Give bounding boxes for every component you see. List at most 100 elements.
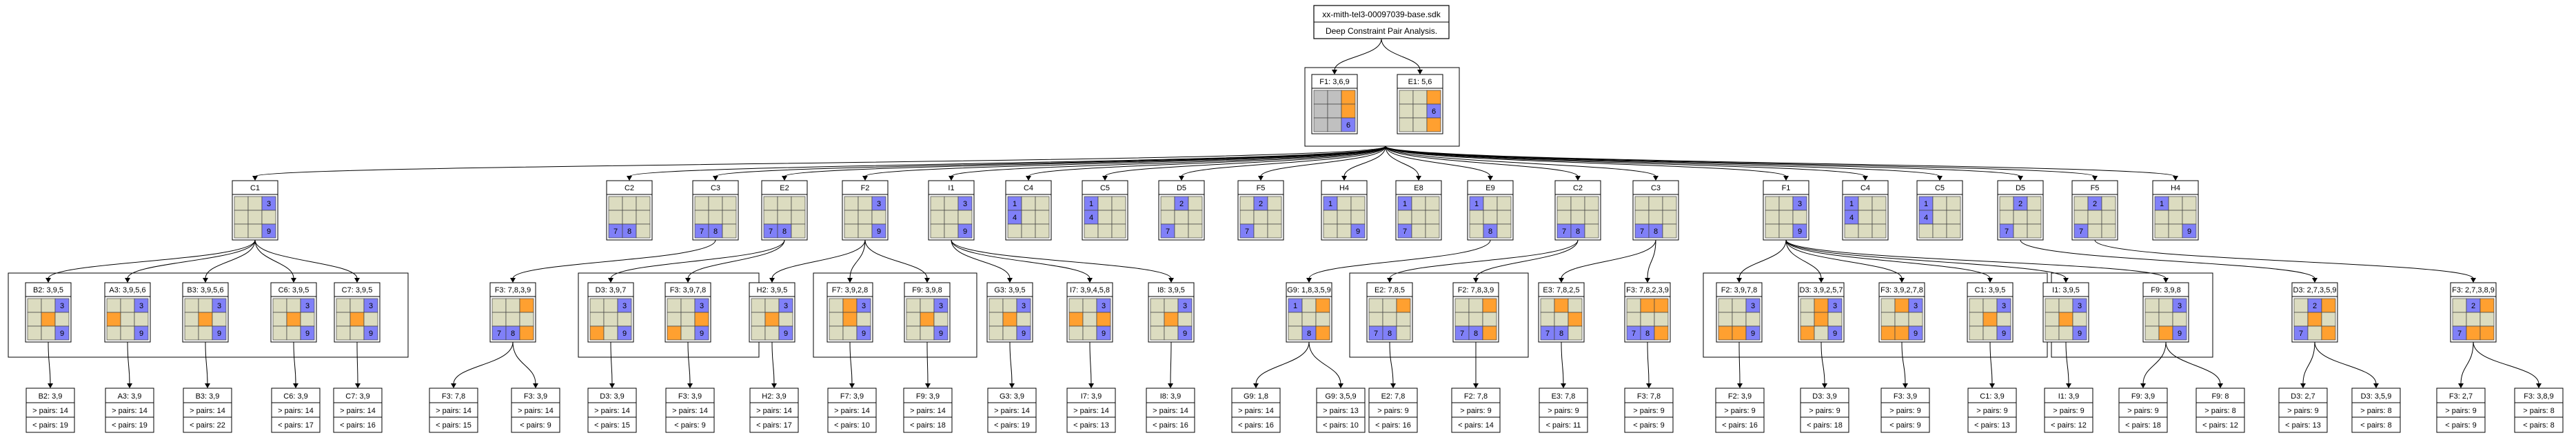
grid-cell xyxy=(1007,223,1022,239)
grid-cell xyxy=(286,325,301,341)
tree-edge xyxy=(951,239,1011,279)
grid-cell xyxy=(1016,325,1031,341)
leaf-node: F2: 7,8> pairs: 9< pairs: 14 xyxy=(1451,388,1501,433)
pair-grid-node-label: C7: 3,9,5 xyxy=(342,286,373,294)
pair-grid-node: G9: 1,8,3,5,918 xyxy=(1286,282,1332,343)
leaf-lt-pairs: < pairs: 22 xyxy=(190,421,225,430)
tree-edge xyxy=(2302,341,2315,385)
grid-cell xyxy=(1908,325,1923,341)
grid-cell xyxy=(1082,298,1097,313)
grid-cell xyxy=(1253,223,1268,239)
tree-edge xyxy=(771,341,775,385)
grid-cell xyxy=(2101,196,2116,211)
leaf-lt-pairs: < pairs: 8 xyxy=(2523,421,2555,430)
pair-grid-node: I7: 3,9,4,5,839 xyxy=(1066,282,1113,343)
edge-arrowhead xyxy=(1653,176,1659,181)
grid-cell xyxy=(933,325,949,341)
edge-arrowhead xyxy=(1253,383,1259,388)
grid-cell xyxy=(1482,298,1497,313)
grid-cell xyxy=(106,298,121,313)
constraint-grid-node-label: H4 xyxy=(1339,184,1349,192)
pair-grid-node: H2: 3,9,539 xyxy=(749,282,795,343)
grid-cell xyxy=(1021,210,1036,225)
leaf-gt-pairs: > pairs: 14 xyxy=(1238,407,1274,415)
grid-cell xyxy=(1313,117,1328,132)
edge-arrowhead xyxy=(1488,176,1493,181)
grid-cell xyxy=(2293,312,2309,327)
grid-cell xyxy=(1188,210,1203,225)
grid-cell xyxy=(1021,223,1036,239)
tree-edge xyxy=(1308,341,1341,385)
cell-digit: 3 xyxy=(939,302,943,310)
grid-cell xyxy=(667,325,682,341)
grid-cell xyxy=(751,298,766,313)
cell-digit: 8 xyxy=(1576,228,1580,236)
leaf-lt-pairs: < pairs: 15 xyxy=(436,421,471,430)
grid-cell xyxy=(1426,117,1441,132)
edge-arrowhead xyxy=(1009,383,1015,388)
tree-edge xyxy=(1385,145,1787,177)
cell-digit: 9 xyxy=(2187,228,2191,236)
grid-cell xyxy=(1239,210,1255,225)
leaf-node: F2: 3,9> pairs: 9< pairs: 16 xyxy=(1715,388,1765,433)
cluster-frame xyxy=(8,272,409,358)
grid-cell xyxy=(1035,196,1050,211)
grid-cell xyxy=(617,325,632,341)
grid-cell xyxy=(1164,298,1179,313)
grid-cell xyxy=(680,298,696,313)
grid-cell xyxy=(763,196,778,211)
cell-digit: 9 xyxy=(2078,330,2082,338)
cell-digit: 7 xyxy=(1562,228,1566,236)
leaf-gt-pairs: > pairs: 8 xyxy=(2360,407,2392,415)
grid-cell xyxy=(1368,312,1383,327)
cell-digit: 7 xyxy=(2079,228,2083,236)
leaf-node: F3: 3,9> pairs: 14< pairs: 9 xyxy=(511,388,560,433)
grid-cell xyxy=(27,325,42,341)
leaf-lt-pairs: < pairs: 16 xyxy=(1722,421,1758,430)
cell-digit: 4 xyxy=(1924,214,1928,222)
edge-arrowhead xyxy=(127,383,132,388)
grid-cell xyxy=(764,298,780,313)
grid-cell xyxy=(1454,312,1470,327)
edge-arrowhead xyxy=(1306,278,1312,283)
cell-digit: 3 xyxy=(369,302,373,310)
grid-cell xyxy=(1164,312,1179,327)
tree-edge xyxy=(2314,341,2377,385)
leaf-lt-pairs: < pairs: 9 xyxy=(1889,421,1921,430)
grid-cell xyxy=(1765,196,1780,211)
grid-cell xyxy=(1315,325,1330,341)
tree-edge xyxy=(610,239,785,279)
edge-arrowhead xyxy=(1168,278,1174,283)
cell-digit: 9 xyxy=(622,330,627,338)
grid-cell xyxy=(2321,325,2336,341)
cell-digit: 1 xyxy=(1924,200,1928,208)
edge-arrowhead xyxy=(1989,383,1995,388)
leaf-label: C1: 3,9 xyxy=(1980,392,2004,401)
pair-grid-node: D3: 3,9,2,5,739 xyxy=(1798,282,1845,343)
tree-edge xyxy=(1385,145,2096,177)
cell-digit: 7 xyxy=(1545,330,1550,338)
cell-digit: 1 xyxy=(1089,200,1093,208)
grid-cell xyxy=(120,325,135,341)
tree-edge xyxy=(2065,341,2069,385)
leaf-label: B3: 3,9 xyxy=(196,392,220,401)
cell-digit: 9 xyxy=(939,330,943,338)
leaf-label: E2: 7,8 xyxy=(1381,392,1406,401)
edge-arrowhead xyxy=(2312,278,2318,283)
pair-grid-node-label: D3: 2,7,3,5,9 xyxy=(2293,286,2337,294)
grid-cell xyxy=(2072,325,2087,341)
grid-cell xyxy=(247,223,263,239)
cell-digit: 9 xyxy=(1356,228,1360,236)
grid-cell xyxy=(944,223,959,239)
tree-edge xyxy=(512,239,716,279)
edge-arrowhead xyxy=(1417,70,1423,74)
grid-cell xyxy=(1315,298,1330,313)
grid-cell xyxy=(1570,196,1585,211)
leaf-label: I7: 3,9 xyxy=(1081,392,1102,401)
edge-arrowhead xyxy=(125,278,130,283)
